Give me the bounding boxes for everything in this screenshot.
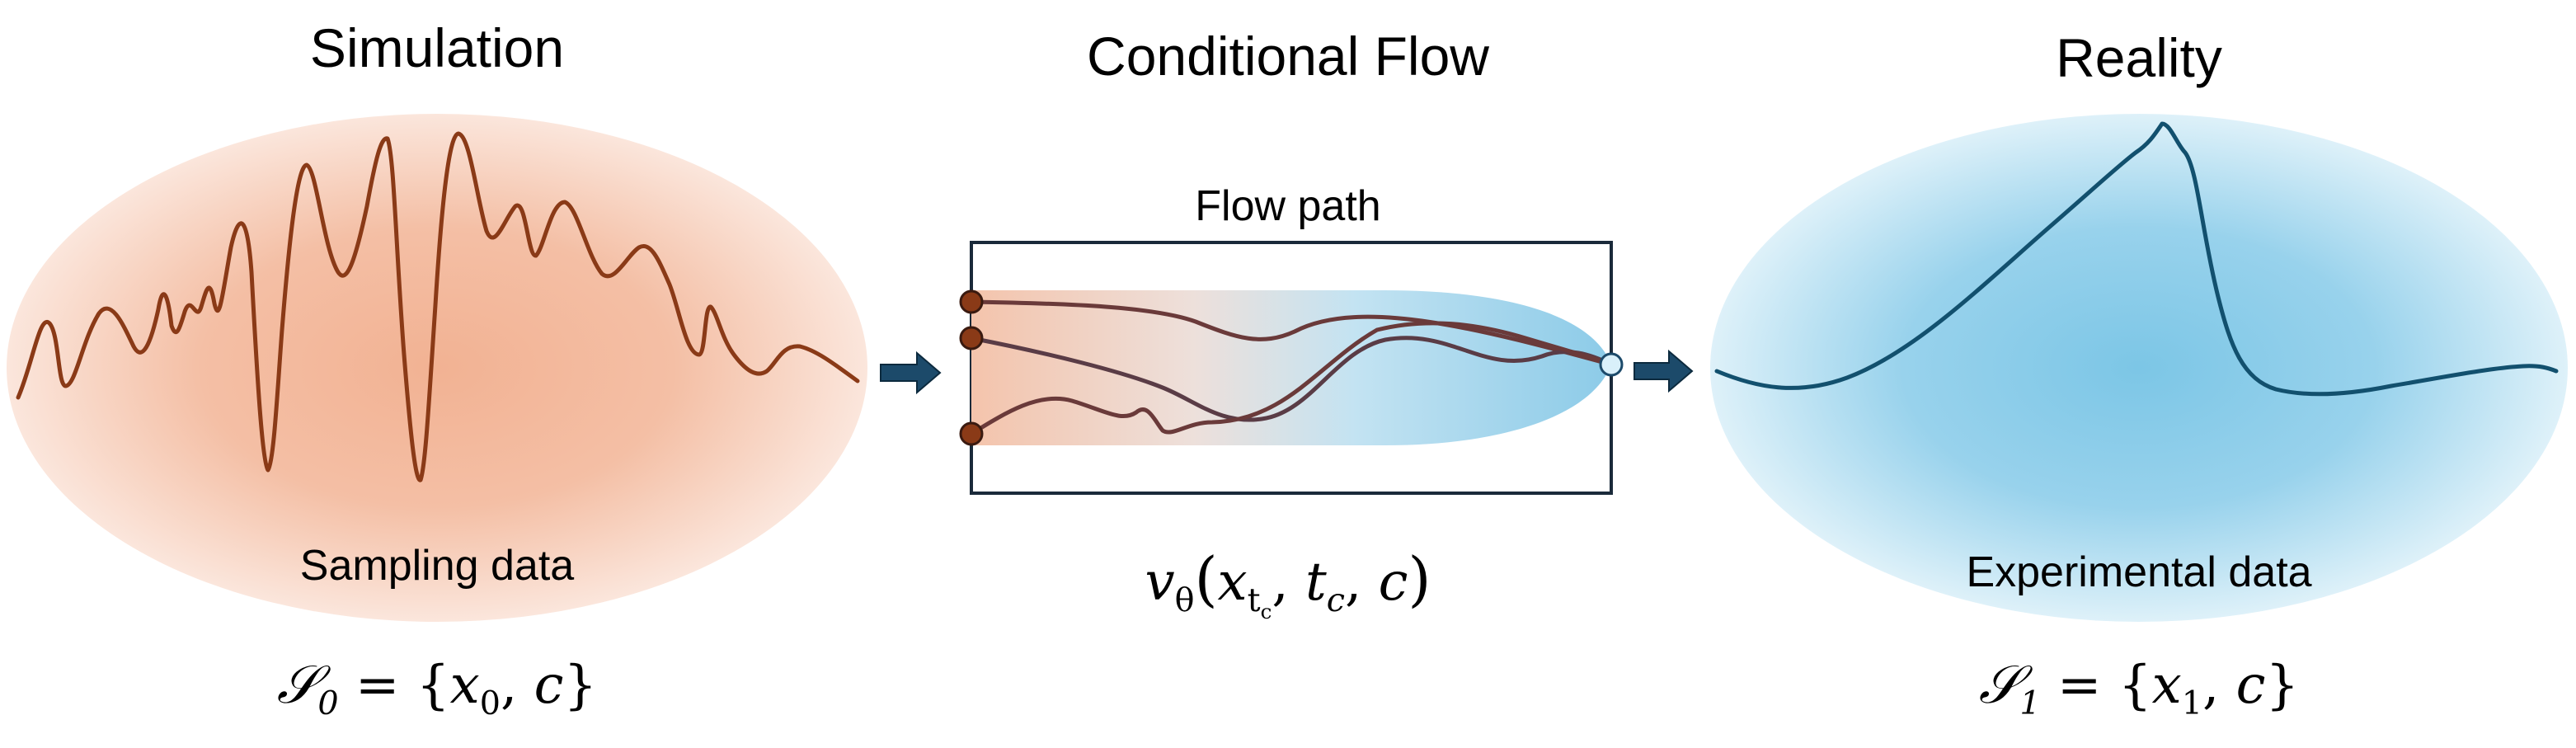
flow-band: [971, 290, 1611, 445]
c-variable: c: [2235, 655, 2266, 716]
set-symbol: 𝒮: [1978, 655, 2020, 716]
x-subscript: 0: [479, 684, 501, 722]
set-subscript: 0: [317, 684, 339, 722]
open-brace: {: [2118, 655, 2152, 716]
flow-end-node: [1599, 352, 1624, 377]
flow-start-node-1: [959, 289, 984, 314]
simulation-set-formula: 𝒮0 = {x0, c}: [277, 655, 597, 722]
flow-path-upper: [969, 299, 1614, 367]
arrow-sim-to-flow: [880, 350, 942, 395]
t-variable: t: [1305, 552, 1327, 613]
x-variable: x: [1217, 552, 1248, 613]
arrow-flow-to-reality: [1634, 349, 1694, 393]
comma-1: ,: [1272, 552, 1289, 613]
reality-ellipse: [1710, 114, 2568, 622]
open-brace: {: [416, 655, 450, 716]
reality-set-formula: 𝒮1 = {x1, c}: [1979, 655, 2299, 722]
sampling-data-label: Sampling data: [299, 542, 575, 590]
open-paren: (: [1194, 544, 1218, 614]
set-subscript: 1: [2019, 684, 2041, 722]
reality-curve: [1714, 121, 2559, 397]
reality-title: Reality: [2056, 27, 2222, 88]
flow-path-label: Flow path: [1195, 182, 1381, 230]
c-variable: c: [1378, 552, 1408, 613]
simulation-waveform: [16, 131, 860, 482]
x-subscript: 1: [2181, 684, 2202, 722]
t-subscript: c: [1326, 581, 1345, 619]
velocity-symbol: v: [1145, 552, 1175, 613]
flow-title: Conditional Flow: [1087, 26, 1489, 87]
x-variable: x: [449, 655, 480, 716]
close-paren: ): [1408, 544, 1431, 614]
comma: ,: [2202, 655, 2220, 716]
equals-sign: =: [2057, 655, 2102, 716]
x-variable: x: [2151, 655, 2182, 716]
x-subscript: t: [1247, 581, 1261, 619]
flow-path-middle: [969, 336, 1614, 422]
comma-2: ,: [1344, 552, 1362, 613]
equals-sign: =: [355, 655, 400, 716]
simulation-title: Simulation: [309, 17, 565, 78]
x-subsubscript: c: [1260, 599, 1272, 623]
flow-path-lower: [969, 321, 1614, 436]
close-brace: }: [563, 655, 598, 716]
simulation-ellipse: [7, 114, 867, 622]
velocity-subscript: θ: [1174, 581, 1195, 619]
c-variable: c: [534, 655, 564, 716]
comma: ,: [500, 655, 518, 716]
close-brace: }: [2265, 655, 2300, 716]
velocity-field-formula: vθ(xtc, tc, c): [1145, 544, 1431, 623]
flow-paths: [969, 299, 1614, 436]
experimental-data-label: Experimental data: [1966, 548, 2312, 596]
flow-start-node-3: [959, 421, 984, 446]
flow-start-node-2: [959, 326, 984, 350]
set-symbol: 𝒮: [276, 655, 318, 716]
